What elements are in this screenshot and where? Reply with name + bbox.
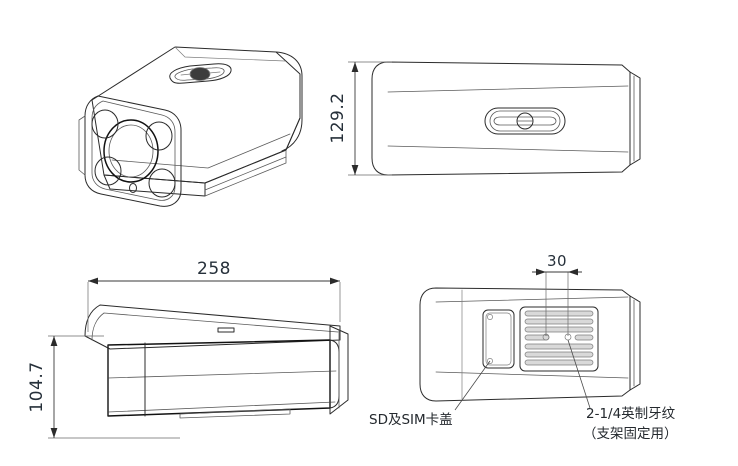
dimension-label-104-7: 104.7: [27, 361, 47, 412]
light-sensor-icon: [129, 183, 137, 193]
annotation-sd-sim-cover: SD及SIM卡盖: [369, 412, 453, 428]
ir-led-icon: [148, 168, 176, 198]
dimension-length-side-view: 258: [87, 259, 341, 332]
dimension-label-129-2: 129.2: [328, 92, 348, 143]
annotation-mount-thread-line1: 2-1/4英制牙纹: [586, 405, 676, 422]
heat-sink-fins: [519, 306, 599, 372]
top-bracket-slot: [484, 107, 566, 135]
leader-sd-sim-cover: [454, 360, 491, 411]
view-top: 129.2: [328, 61, 641, 176]
annotation-mount-thread-line2: （支架固定用）: [583, 426, 678, 442]
view-bottom: 30 SD及SIM卡盖 2-1/4英制牙纹 （支架固定用）: [369, 252, 678, 442]
view-isometric: [78, 46, 303, 207]
dimension-label-30: 30: [547, 252, 567, 270]
dimension-height-top-view: 129.2: [328, 61, 392, 176]
ir-led-icon: [145, 121, 173, 151]
cover-screw-icon: [487, 358, 493, 364]
view-side: 258 104.7: [27, 259, 349, 439]
ir-led-icon: [94, 156, 122, 186]
leader-mount-thread: [567, 339, 591, 409]
dimension-thread-spacing: 30: [532, 252, 582, 336]
ir-led-icon: [91, 109, 119, 139]
top-bracket-slot: [169, 63, 232, 84]
dimension-label-258: 258: [197, 259, 231, 279]
bracket-screw-icon: [190, 67, 210, 81]
dimension-height-side-view: 104.7: [27, 335, 180, 439]
cover-screw-icon: [487, 314, 493, 320]
sd-sim-card-cover: [482, 309, 515, 369]
